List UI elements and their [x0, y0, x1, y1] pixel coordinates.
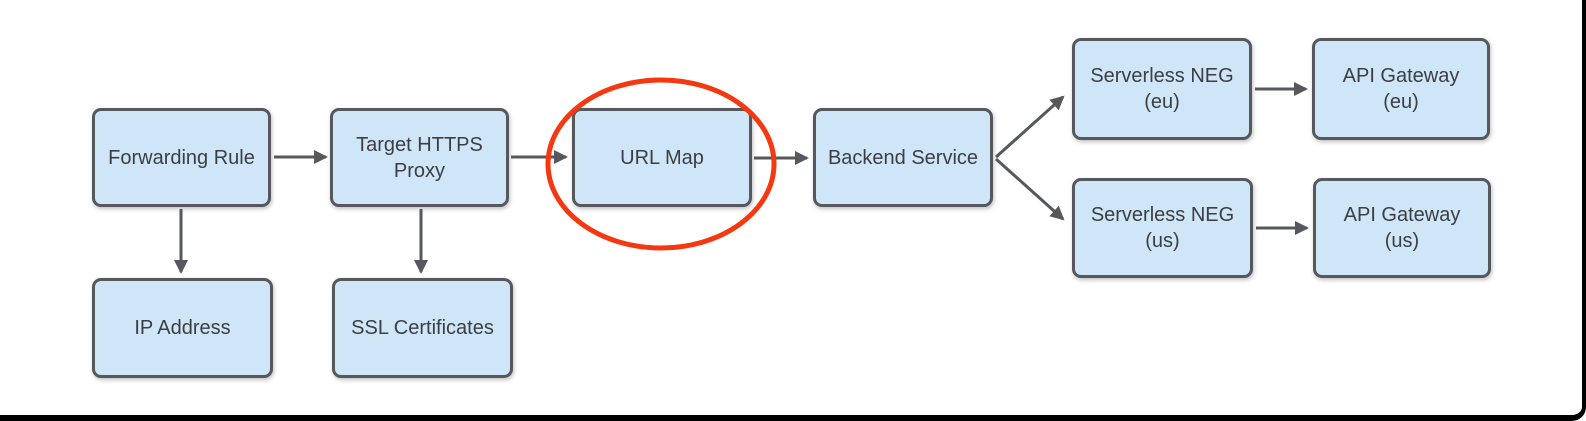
- node-api-gateway-us: API Gateway (us): [1313, 178, 1491, 278]
- node-api-gateway-eu: API Gateway (eu): [1312, 38, 1490, 140]
- edge-backend-service-to-serverless-neg-us: [994, 157, 1065, 221]
- node-ip-address: IP Address: [92, 278, 273, 378]
- node-serverless-neg-us: Serverless NEG (us): [1072, 178, 1253, 278]
- node-url-map: URL Map: [572, 108, 752, 207]
- node-target-https-proxy: Target HTTPS Proxy: [330, 108, 509, 207]
- node-forwarding-rule: Forwarding Rule: [92, 108, 271, 207]
- node-ssl-certificates: SSL Certificates: [332, 278, 513, 378]
- node-backend-service: Backend Service: [813, 108, 993, 207]
- edge-backend-service-to-serverless-neg-eu: [994, 95, 1065, 159]
- node-serverless-neg-eu: Serverless NEG (eu): [1072, 38, 1252, 140]
